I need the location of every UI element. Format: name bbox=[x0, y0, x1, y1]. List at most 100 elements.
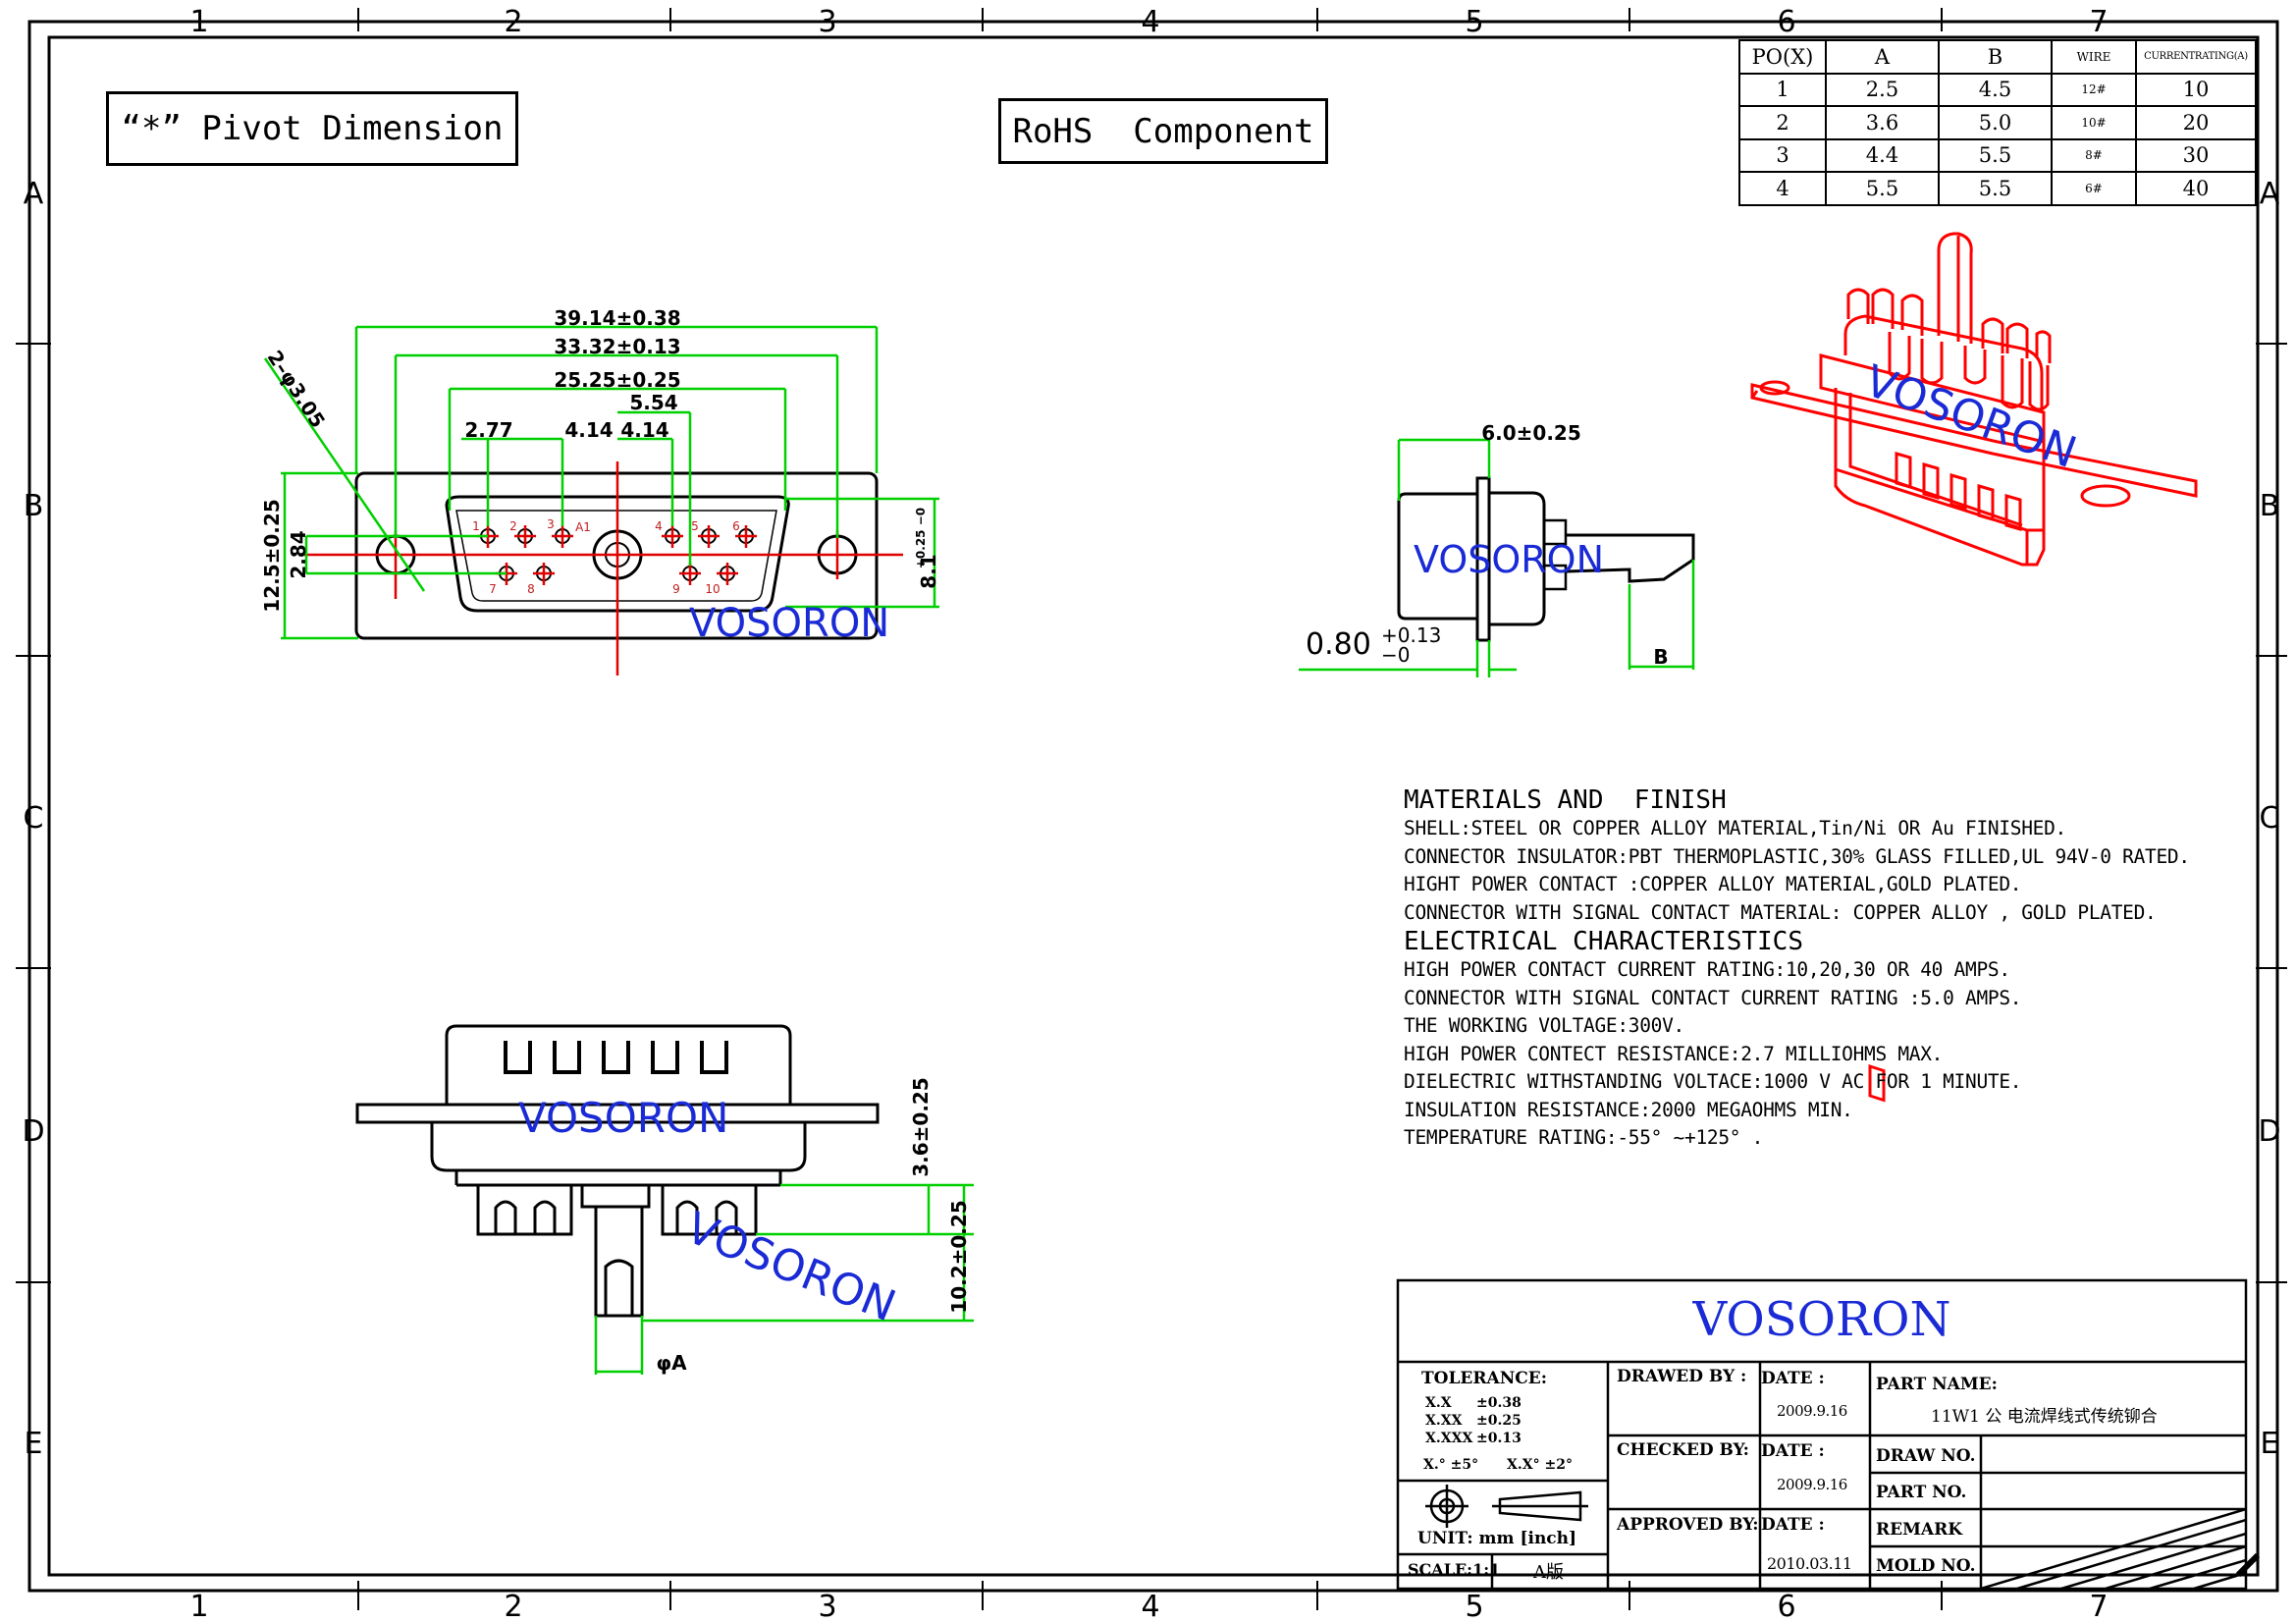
cell-po: 3 bbox=[1738, 137, 1827, 173]
tol-xx-value: ±0.25 bbox=[1476, 1413, 1522, 1429]
cell-current: 40 bbox=[2135, 171, 2257, 206]
drawing-frame bbox=[27, 20, 2279, 1593]
part-name-value: 11W1 公 电流焊线式传统铆合 bbox=[1931, 1407, 2158, 1427]
dim-shell-width: 25.25±0.25 bbox=[554, 368, 680, 392]
row-label-left-e: E bbox=[25, 1427, 43, 1461]
pin-label-a1: A1 bbox=[575, 520, 591, 534]
dim-height: 12.5±0.25 bbox=[260, 499, 284, 612]
tol-x-label: X.X bbox=[1425, 1395, 1452, 1411]
cell-po: 1 bbox=[1738, 72, 1827, 107]
dim-b: B bbox=[1653, 645, 1668, 669]
pin-label-4: 4 bbox=[655, 519, 663, 533]
dim-overall-width: 39.14±0.38 bbox=[554, 306, 680, 330]
row-label-right-b: B bbox=[2260, 489, 2280, 523]
watermark-front: VOSORON bbox=[689, 601, 889, 646]
materials-heading: MATERIALS AND FINISH bbox=[1404, 785, 1727, 815]
date-value-3: 2010.03.11 bbox=[1767, 1554, 1852, 1573]
col-label-top-5: 5 bbox=[1465, 5, 1483, 39]
col-label-top-4: 4 bbox=[1141, 5, 1159, 39]
header-wire: WIRE bbox=[2051, 39, 2137, 75]
cell-po: 4 bbox=[1738, 171, 1827, 206]
frame-ticks bbox=[16, 8, 2287, 1610]
part-no-label: PART NO. bbox=[1876, 1483, 1967, 1502]
tol-x-value: ±0.38 bbox=[1476, 1395, 1522, 1411]
date-label-3: DATE : bbox=[1761, 1515, 1825, 1535]
dim-flange-tol-bottom: −0 bbox=[1381, 643, 1410, 667]
tol-angle-1: X.° ±5° bbox=[1423, 1457, 1479, 1473]
cell-current: 20 bbox=[2135, 105, 2257, 140]
row-label-left-b: B bbox=[24, 489, 44, 523]
col-label-top-2: 2 bbox=[504, 5, 522, 39]
dim-pitch-414-b: 4.14 bbox=[620, 418, 668, 442]
pin-label-3: 3 bbox=[547, 517, 555, 531]
approved-by-label: APPROVED BY: bbox=[1617, 1515, 1759, 1535]
cell-b: 5.5 bbox=[1938, 171, 2053, 206]
cell-b: 5.5 bbox=[1938, 137, 2053, 173]
col-label-top-3: 3 bbox=[818, 5, 836, 39]
spec-table-row: 1 2.5 4.5 12# 10 bbox=[1738, 72, 2257, 107]
draw-no-label: DRAW NO. bbox=[1876, 1446, 1976, 1466]
note-line: INSULATION RESISTANCE:2000 MEGAOHMS MIN. bbox=[1404, 1098, 1853, 1121]
pivot-dimension-text: “*” Pivot Dimension bbox=[121, 109, 504, 148]
cell-a: 5.5 bbox=[1825, 171, 1940, 206]
spec-table: PO(X) A B WIRE CURRENTRATING(A) 1 2.5 4.… bbox=[1738, 39, 2257, 206]
dim-hole-diameter: 2–φ3.05 bbox=[263, 346, 331, 432]
version-label: A版 bbox=[1533, 1562, 1564, 1583]
date-value-1: 2009.9.16 bbox=[1777, 1402, 1847, 1420]
cell-current: 30 bbox=[2135, 137, 2257, 173]
tol-xxx-label: X.XXX bbox=[1425, 1431, 1473, 1446]
pin-label-2: 2 bbox=[509, 519, 517, 533]
header-po: PO(X) bbox=[1738, 39, 1827, 75]
col-label-bottom-4: 4 bbox=[1141, 1590, 1159, 1623]
spec-table-row: 2 3.6 5.0 10# 20 bbox=[1738, 105, 2257, 140]
dim-pitch-414-a: 4.14 bbox=[564, 418, 613, 442]
company-name: VOSORON bbox=[1692, 1292, 1951, 1347]
row-label-right-c: C bbox=[2260, 801, 2280, 836]
dim-pitch-277: 2.77 bbox=[464, 418, 512, 442]
tol-row-x: X.X ±0.38 bbox=[1425, 1394, 1522, 1412]
row-label-right-d: D bbox=[2258, 1114, 2280, 1149]
watermark-bottom-rotated: VOSORON bbox=[679, 1203, 902, 1331]
header-b: B bbox=[1938, 39, 2053, 75]
connector-3d-render bbox=[1750, 232, 2198, 1103]
dim-shell-height-tol: +0.25 −0 bbox=[914, 508, 928, 568]
unit-label: UNIT: mm [inch] bbox=[1417, 1529, 1577, 1548]
dim-3-6: 3.6±0.25 bbox=[909, 1077, 933, 1177]
remark-label: REMARK bbox=[1876, 1520, 1962, 1540]
date-label-2: DATE : bbox=[1761, 1441, 1825, 1461]
spec-table-header: PO(X) A B WIRE CURRENTRATING(A) bbox=[1738, 39, 2257, 75]
cell-po: 2 bbox=[1738, 105, 1827, 140]
rohs-label: RoHS Component bbox=[998, 98, 1328, 164]
col-label-bottom-2: 2 bbox=[504, 1590, 522, 1623]
tolerance-label: TOLERANCE: bbox=[1421, 1369, 1547, 1388]
row-label-right-a: A bbox=[2260, 177, 2280, 211]
note-line: DIELECTRIC WITHSTANDING VOLTACE:1000 V A… bbox=[1404, 1070, 2022, 1093]
spec-table-row: 4 5.5 5.5 6# 40 bbox=[1738, 171, 2257, 206]
col-label-top-7: 7 bbox=[2089, 5, 2108, 39]
tol-xx-label: X.XX bbox=[1425, 1413, 1463, 1429]
note-line: HIGH POWER CONTECT RESISTANCE:2.7 MILLIO… bbox=[1404, 1042, 1944, 1065]
dim-flange-tol-top: +0.13 bbox=[1381, 623, 1441, 647]
tolerance-values: X.X±0.38 X.XX±0.25 X.XXX±0.13 bbox=[1425, 1394, 1522, 1447]
cell-a: 4.4 bbox=[1825, 137, 1940, 173]
note-line: CONNECTOR WITH SIGNAL CONTACT MATERIAL: … bbox=[1404, 900, 2157, 924]
note-line: HIGHT POWER CONTACT :COPPER ALLOY MATERI… bbox=[1404, 873, 2022, 895]
cell-wire: 10# bbox=[2051, 105, 2137, 140]
specification-notes: MATERIALS AND FINISH SHELL:STEEL OR COPP… bbox=[1404, 785, 2268, 1153]
row-label-left-d: D bbox=[22, 1114, 44, 1149]
dim-pitch-554: 5.54 bbox=[629, 391, 677, 414]
row-label-left-c: C bbox=[24, 801, 44, 836]
dim-phi-a: φA bbox=[656, 1351, 687, 1375]
pin-label-5: 5 bbox=[691, 519, 699, 533]
col-label-bottom-5: 5 bbox=[1465, 1590, 1483, 1623]
bottom-view bbox=[355, 1024, 974, 1375]
title-block bbox=[1396, 1278, 2248, 1591]
dim-depth: 6.0±0.25 bbox=[1481, 421, 1581, 445]
pivot-dimension-label: “*” Pivot Dimension bbox=[106, 91, 518, 166]
dim-row-spacing: 2.84 bbox=[287, 530, 310, 578]
cell-a: 2.5 bbox=[1825, 72, 1940, 107]
mold-no-label: MOLD NO. bbox=[1876, 1556, 1976, 1576]
rohs-text: RoHS Component bbox=[1012, 111, 1314, 151]
